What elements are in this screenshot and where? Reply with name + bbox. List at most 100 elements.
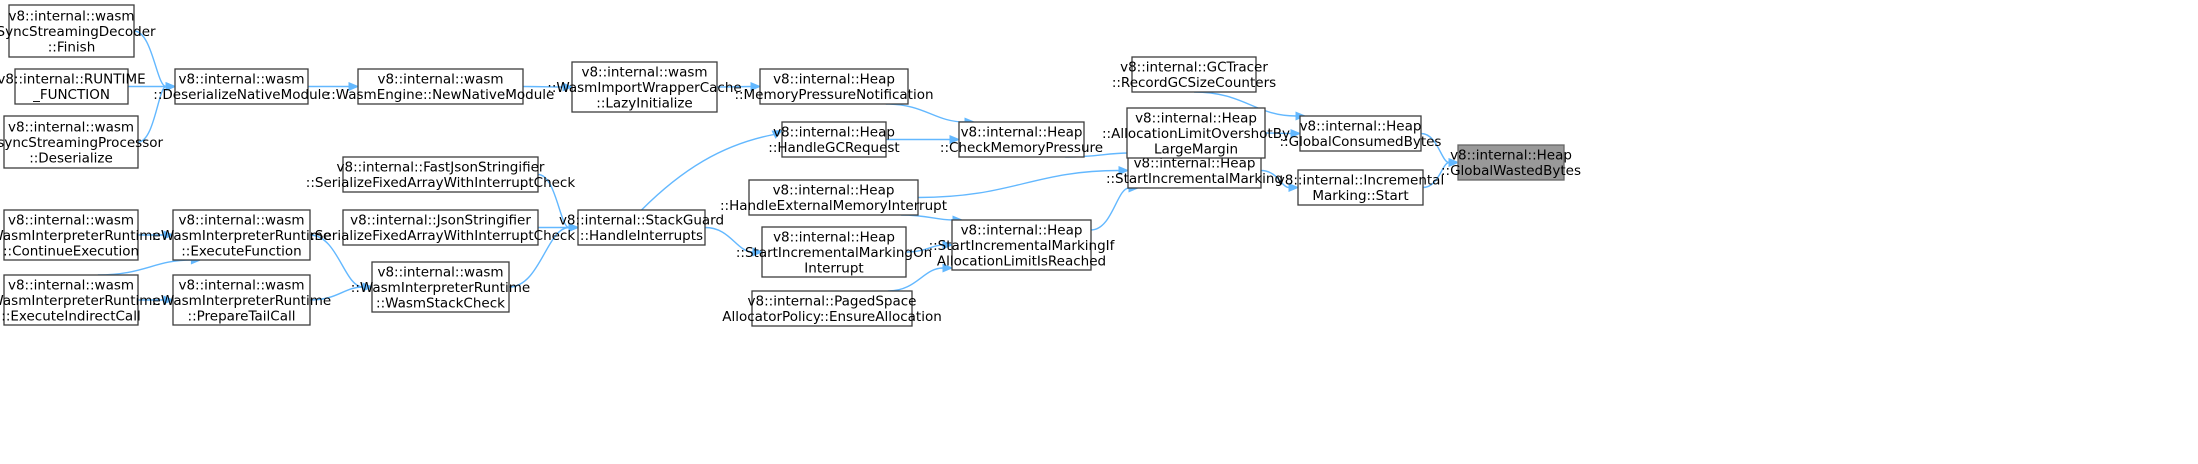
node-label-line: ::RecordGCSizeCounters — [1112, 75, 1276, 91]
node-memory-pressure-notification[interactable]: v8::internal::Heap::MemoryPressureNotifi… — [734, 68, 934, 105]
edge-new_native_module-to-lazy_initialize — [522, 85, 564, 88]
node-label-line: ::WasmInterpreterRuntime — [351, 280, 530, 296]
node-label-line: ::GlobalWastedBytes — [1441, 163, 1581, 179]
node-box — [357, 68, 524, 105]
edge-start_incremental_marking_if-to-start_incremental_marking — [1090, 187, 1130, 231]
arrowhead-stack_guard-to-handle_gc_request — [771, 129, 784, 139]
node-label-line: Interrupt — [804, 260, 863, 276]
node-box — [1299, 115, 1422, 152]
edge-incremental_marking_start-to-global_wasted_bytes — [1422, 161, 1450, 189]
node-gc-tracer[interactable]: v8::internal::GCTracer::RecordGCSizeCoun… — [1112, 56, 1276, 93]
node-box — [8, 4, 135, 58]
node-start-incremental-marking-on-interrupt[interactable]: v8::internal::Heap::StartIncrementalMark… — [736, 226, 932, 278]
edge-async_deserialize-to-deserialize_native — [137, 85, 167, 143]
node-execute-indirect-call[interactable]: v8::internal::wasm::WasmInterpreterRunti… — [0, 274, 161, 326]
node-label-line: v8::internal::Heap — [773, 183, 895, 199]
node-label-line: v8::internal::Heap — [1300, 119, 1422, 135]
edge-global_consumed_bytes-to-global_wasted_bytes — [1420, 132, 1450, 164]
node-global-consumed-bytes[interactable]: v8::internal::Heap::GlobalConsumedBytes — [1280, 115, 1442, 152]
node-label-line: v8::internal::wasm — [377, 72, 503, 88]
node-box — [751, 290, 913, 327]
node-lazy-initialize[interactable]: v8::internal::wasm::WasmImportWrapperCac… — [547, 61, 742, 113]
node-label-line: v8::internal::GCTracer — [1120, 60, 1268, 76]
node-start-incremental-marking-if[interactable]: v8::internal::Heap::StartIncrementalMark… — [929, 219, 1116, 271]
node-label-line: _FUNCTION — [32, 87, 110, 103]
node-label-line: ::HandleGCRequest — [768, 140, 899, 156]
node-handle-external-memory[interactable]: v8::internal::Heap::HandleExternalMemory… — [720, 179, 947, 216]
node-global-wasted-bytes[interactable]: v8::internal::Heap::GlobalWastedBytes — [1441, 144, 1581, 181]
node-wasm-stack-check[interactable]: v8::internal::wasm::WasmInterpreterRunti… — [351, 261, 530, 313]
node-box — [14, 68, 129, 105]
edge-stack_guard-to-start_incremental_marking_on_interrupt — [704, 226, 754, 253]
edge-ensure_allocation-to-start_incremental_marking_if — [887, 267, 944, 292]
node-handle-gc-request[interactable]: v8::internal::Heap::HandleGCRequest — [768, 121, 900, 158]
node-label-line: ::MemoryPressureNotification — [734, 87, 933, 103]
node-label-line: v8::internal::wasm — [178, 72, 304, 88]
arrowhead-ensure_allocation-to-start_incremental_marking_if — [942, 263, 954, 273]
node-label-line: v8::internal::wasm — [8, 119, 134, 135]
node-stack-guard[interactable]: v8::internal::StackGuard::HandleInterrup… — [559, 209, 724, 246]
node-label-line: v8::internal::Heap — [1135, 110, 1257, 126]
edge-memory_pressure_notification-to-check_memory_pressure — [885, 103, 966, 123]
node-label-line: ::AllocationLimitOvershotBy — [1102, 126, 1290, 142]
node-async-deserialize[interactable]: v8::internal::wasm::AsyncStreamingProces… — [0, 115, 163, 169]
edge-handle_external_memory-to-start_incremental_marking — [917, 169, 1120, 199]
node-box — [759, 68, 909, 105]
arrowhead-handle_gc_request-to-check_memory_pressure — [949, 134, 961, 145]
node-box — [1127, 152, 1262, 189]
node-box — [958, 121, 1085, 158]
edge-start_incremental_marking-to-incremental_marking_start — [1260, 169, 1290, 189]
node-json-stringifier[interactable]: v8::internal::JsonStringifier::Serialize… — [306, 209, 576, 246]
arrowhead-wasm_stack_check-to-stack_guard — [568, 222, 580, 233]
node-deserialize-native[interactable]: v8::internal::wasm::DeserializeNativeMod… — [153, 68, 330, 105]
node-label-line: v8::internal::Heap — [961, 222, 1083, 238]
node-prepare-tail-call[interactable]: v8::internal::wasm::WasmInterpreterRunti… — [152, 274, 331, 326]
edge-allocation_limit_overshot-to-global_consumed_bytes — [1264, 132, 1292, 135]
node-start-incremental-marking[interactable]: v8::internal::Heap::StartIncrementalMark… — [1106, 152, 1283, 189]
node-label-line: ::PrepareTailCall — [188, 308, 296, 324]
node-label-line: v8::internal::wasm — [8, 212, 134, 228]
node-label-line: ::HandleInterrupts — [580, 228, 703, 244]
node-ensure-allocation[interactable]: v8::internal::PagedSpaceAllocatorPolicy:… — [722, 290, 942, 327]
node-allocation-limit-overshot[interactable]: v8::internal::Heap::AllocationLimitOvers… — [1102, 107, 1290, 159]
node-label-line: ::SyncStreamingDecoder — [0, 24, 156, 40]
node-label-line: v8::internal::wasm — [377, 264, 503, 280]
node-box — [1131, 56, 1257, 93]
node-continue-execution[interactable]: v8::internal::wasm::WasmInterpreterRunti… — [0, 209, 161, 261]
node-label-line: ::SerializeFixedArrayWithInterruptCheck — [306, 175, 576, 191]
node-label-line: v8::internal::Heap — [773, 229, 895, 245]
node-box — [172, 209, 311, 261]
node-box — [748, 179, 919, 216]
node-runtime-function[interactable]: v8::internal::RUNTIME_FUNCTION — [0, 68, 146, 105]
node-label-line: v8::internal::wasm — [581, 64, 707, 80]
nodes-layer: v8::internal::wasm::SyncStreamingDecoder… — [0, 4, 1581, 327]
node-label-line: ::DeserializeNativeModule — [153, 87, 329, 103]
node-label-line: ::ExecuteIndirectCall — [1, 308, 140, 324]
arrowhead-new_native_module-to-lazy_initialize — [562, 82, 574, 92]
node-sync-finish[interactable]: v8::internal::wasm::SyncStreamingDecoder… — [0, 4, 156, 58]
node-box — [342, 209, 539, 246]
node-check-memory-pressure[interactable]: v8::internal::Heap::CheckMemoryPressure — [940, 121, 1103, 158]
node-label-line: ::ContinueExecution — [3, 243, 139, 259]
node-box — [1126, 107, 1266, 159]
node-label-line: AllocationLimitIsReached — [937, 253, 1106, 269]
node-new-native-module[interactable]: v8::internal::wasm::WasmEngine::NewNativ… — [327, 68, 555, 105]
node-label-line: v8::internal::Heap — [1450, 148, 1572, 164]
node-box — [3, 115, 139, 169]
node-execute-function[interactable]: v8::internal::wasm::WasmInterpreterRunti… — [152, 209, 331, 261]
node-box — [1457, 144, 1565, 181]
node-label-line: v8::internal::RUNTIME — [0, 72, 146, 88]
node-incremental-marking-start[interactable]: v8::internal::IncrementalMarking::Start — [1277, 169, 1444, 206]
node-label-line: ::AsyncStreamingProcessor — [0, 135, 163, 151]
edge-execute_function-to-wasm_stack_check — [309, 234, 364, 288]
node-label-line: v8::internal::Heap — [773, 125, 895, 141]
node-box — [951, 219, 1092, 271]
node-label-line: v8::internal::Heap — [1134, 156, 1256, 172]
node-label-line: ::SerializeFixedArrayWithInterruptCheck — [306, 228, 576, 244]
arrowhead-deserialize_native-to-new_native_module — [348, 81, 360, 92]
node-label-line: ::WasmStackCheck — [376, 295, 505, 311]
node-label-line: v8::internal::wasm — [178, 212, 304, 228]
node-fast-json[interactable]: v8::internal::FastJsonStringifier::Seria… — [306, 156, 576, 193]
node-label-line: Marking::Start — [1312, 188, 1408, 204]
